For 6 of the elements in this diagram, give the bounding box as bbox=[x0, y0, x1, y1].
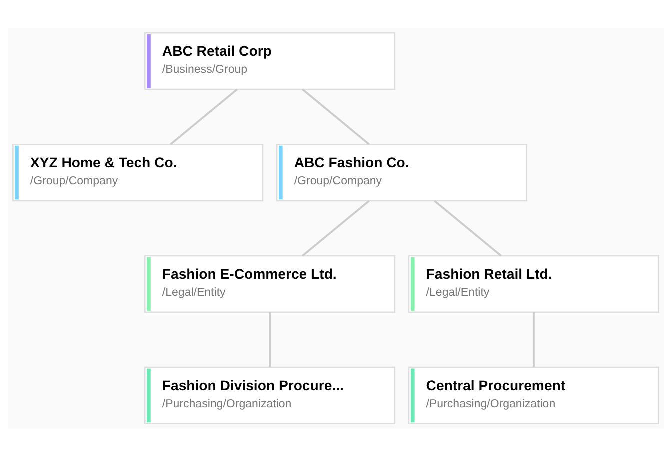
connector bbox=[269, 312, 271, 368]
connector bbox=[302, 200, 370, 257]
connector bbox=[532, 312, 535, 368]
connector bbox=[434, 200, 502, 257]
connector bbox=[170, 88, 238, 146]
connector bbox=[302, 88, 370, 146]
